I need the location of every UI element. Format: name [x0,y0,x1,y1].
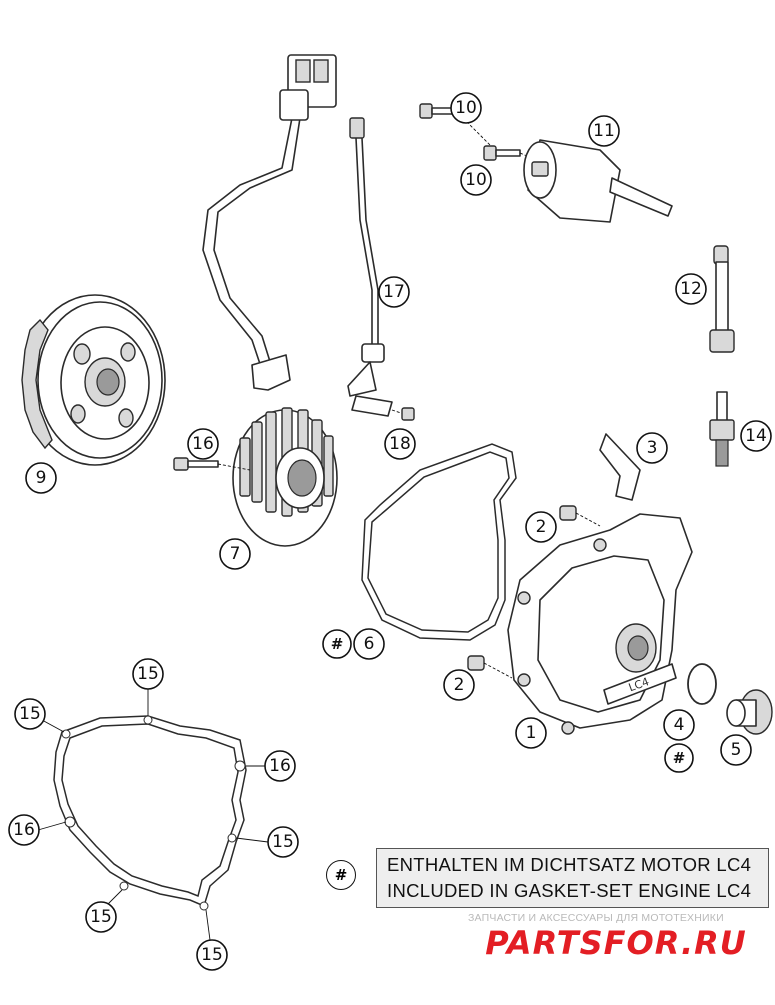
pulse-generator [347,117,415,421]
svg-text:15: 15 [19,704,41,724]
svg-text:5: 5 [731,740,742,760]
svg-text:18: 18 [389,434,411,454]
callout-10-top: 10 [450,92,482,124]
svg-text:4: 4 [674,715,685,735]
callout-1: 1 [515,717,547,749]
callout-18: 18 [384,428,416,460]
flywheel-rotor [21,294,166,466]
svg-text:15: 15 [272,832,294,852]
svg-text:16: 16 [13,820,35,840]
svg-text:9: 9 [36,468,47,488]
note-hash-marker: # [326,860,356,890]
dowel-pin-upper [559,505,601,527]
svg-text:15: 15 [201,945,223,965]
callout-15-bottom-left: 15 [85,901,117,933]
svg-text:16: 16 [192,434,214,454]
callout-2-upper: 2 [525,511,557,543]
callout-9: 9 [25,462,57,494]
callout-15-bottom: 15 [196,939,228,971]
svg-text:2: 2 [536,517,547,537]
callout-5: 5 [720,734,752,766]
svg-text:2: 2 [454,675,465,695]
svg-text:#: # [331,635,344,653]
spark-plug [709,391,735,467]
callout-17: 17 [378,276,410,308]
outer-gasket [53,715,247,908]
callout-10-bottom: 10 [460,164,492,196]
svg-text:#: # [673,749,686,767]
svg-text:15: 15 [90,907,112,927]
callout-3: 3 [636,432,668,464]
svg-text:11: 11 [593,121,615,141]
callout-11: 11 [588,115,620,147]
callout-14: 14 [740,420,772,452]
spark-plug-connector [709,245,735,353]
outer-gasket-inner [61,723,239,898]
svg-text:17: 17 [383,282,405,302]
callout-16-left: 16 [8,814,40,846]
svg-text:10: 10 [465,170,487,190]
callout-15-right: 15 [267,826,299,858]
gasket-holes [61,715,246,911]
callout-2-lower: 2 [443,669,475,701]
callout-hash-4: # [664,743,694,773]
svg-text:6: 6 [364,634,375,654]
ignition-cover: LC4 [507,513,693,735]
callout-6: 6 [353,628,385,660]
svg-text:7: 7 [230,544,241,564]
callout-7: 7 [219,538,251,570]
dowel-pin-lower [467,655,513,679]
o-ring [687,663,717,705]
screw-plug [726,689,773,735]
stator-screw [173,457,251,471]
note-line-english: INCLUDED IN GASKET-SET ENGINE LC4 [387,880,752,901]
svg-text:16: 16 [269,756,291,776]
retaining-clip [599,433,641,501]
svg-text:14: 14 [745,426,767,446]
callout-15-left: 15 [14,698,46,730]
callout-hash-6: # [322,629,352,659]
stator-with-harness [202,54,338,547]
starter-motor [419,103,673,223]
gasket-leaders [37,688,269,941]
svg-text:3: 3 [647,438,658,458]
ignition-cover-gasket-inner [367,451,510,633]
watermark-tagline: ЗАПЧАСТИ И АКСЕССУАРЫ ДЛЯ МОТОТЕХНИКИ [468,912,724,924]
callout-15-top: 15 [132,658,164,690]
callout-16-stator: 16 [187,428,219,460]
ignition-cover-gasket [361,443,517,641]
callout-4: 4 [663,709,695,741]
callout-16-right: 16 [264,750,296,782]
gasket-set-note: ENTHALTEN IM DICHTSATZ MOTOR LC4 INCLUDE… [376,848,769,908]
svg-text:10: 10 [455,98,477,118]
watermark-logo: PARTSFOR.RU [485,924,746,962]
watermark-brand-text: PARTSFOR.RU [485,924,746,962]
svg-text:12: 12 [680,279,702,299]
note-line-german: ENTHALTEN IM DICHTSATZ MOTOR LC4 [387,854,752,875]
callout-12: 12 [675,273,707,305]
svg-text:15: 15 [137,664,159,684]
svg-text:1: 1 [526,723,537,743]
